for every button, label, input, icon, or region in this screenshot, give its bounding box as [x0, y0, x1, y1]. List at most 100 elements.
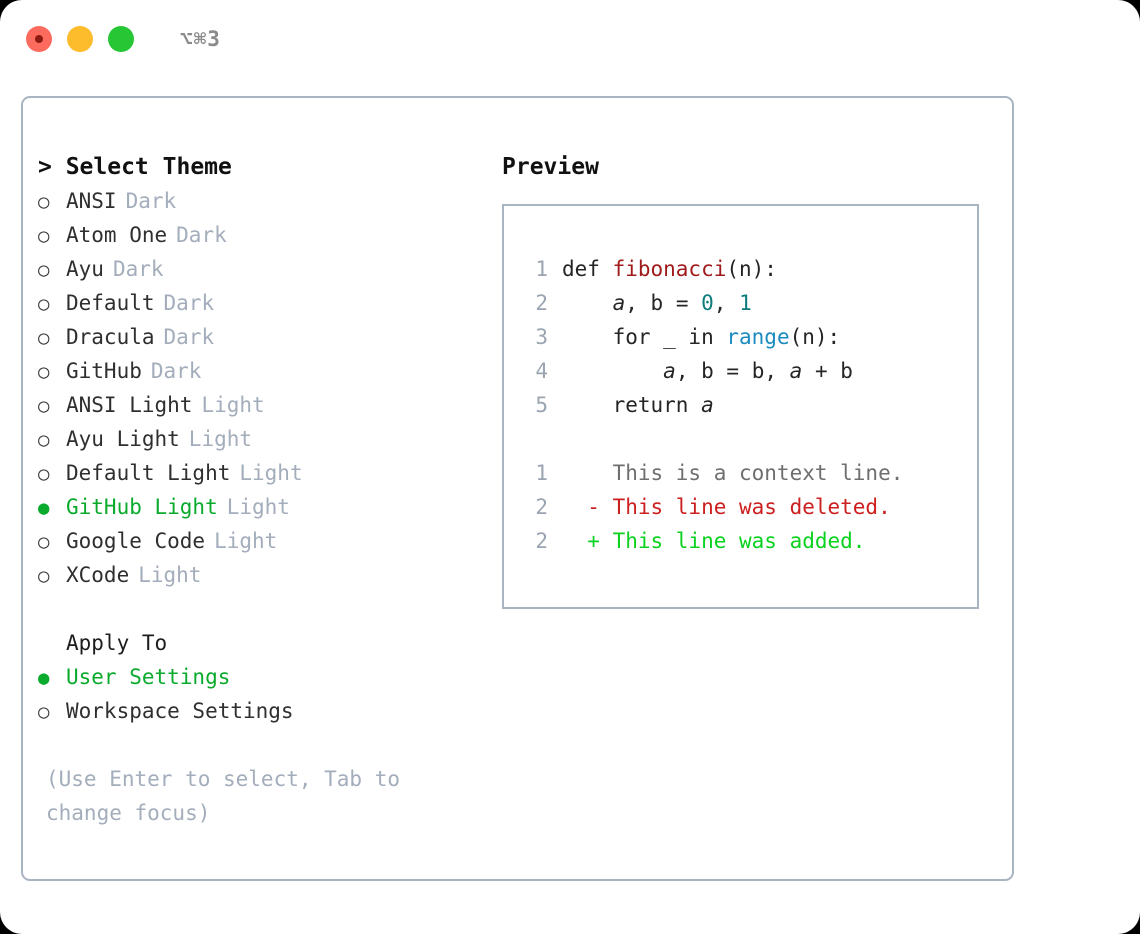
theme-name-label: ANSI Light	[66, 393, 193, 417]
select-theme-heading: > Select Theme	[38, 154, 232, 180]
theme-variant-label: Light	[226, 495, 290, 519]
radio-unselected-icon[interactable]: ○	[38, 531, 50, 553]
theme-list-item[interactable]: ● GitHub Light Light	[38, 490, 498, 524]
theme-list-item[interactable]: ○ GitHub Dark	[38, 354, 498, 388]
code-token: ,	[675, 359, 702, 383]
theme-name-label: GitHub	[66, 359, 142, 383]
theme-name-label: Default Light	[66, 461, 231, 485]
theme-variant-label: Dark	[163, 291, 215, 315]
code-token: b	[751, 359, 765, 383]
theme-name-label: Default	[66, 291, 155, 315]
radio-selected-icon[interactable]: ●	[38, 497, 50, 519]
code-line-text: return a	[562, 388, 714, 422]
radio-unselected-icon[interactable]: ○	[38, 429, 50, 451]
code-token: for _ in	[562, 325, 727, 349]
theme-name-label: GitHub Light	[66, 495, 218, 519]
radio-unselected-icon[interactable]: ○	[38, 361, 50, 383]
line-number: 4	[535, 359, 548, 383]
code-line: 2 a, b = 0, 1	[520, 286, 977, 320]
radio-unselected-icon[interactable]: ○	[38, 327, 50, 349]
theme-variant-label: Light	[239, 461, 303, 485]
preview-heading: Preview	[502, 154, 599, 180]
code-line: 4 a, b = b, a + b	[520, 354, 977, 388]
code-token: a	[663, 359, 676, 383]
diff-line: 2 + This line was added.	[520, 524, 977, 558]
code-token: fibonacci	[612, 257, 727, 281]
diff-line-text: This is a context line.	[562, 461, 904, 485]
radio-unselected-icon[interactable]: ○	[38, 293, 50, 315]
code-line: 1 def fibonacci(n):	[520, 252, 977, 286]
line-number: 2	[535, 529, 548, 553]
code-token: (n):	[726, 257, 777, 281]
theme-list-item[interactable]: ○ Default Light Light	[38, 456, 498, 490]
line-number: 2	[535, 495, 548, 519]
line-number: 3	[535, 325, 548, 349]
radio-unselected-icon[interactable]: ○	[38, 225, 50, 247]
apply-to-section: ○ Apply To ●User Settings ○ Workspace Sett…	[38, 626, 498, 728]
window-titlebar: ⌥⌘3	[0, 0, 1140, 78]
radio-unselected-icon[interactable]: ○	[38, 395, 50, 417]
code-token: =	[663, 291, 702, 315]
apply-to-heading: Apply To	[66, 631, 168, 655]
line-number: 1	[535, 257, 548, 281]
code-token: b	[840, 359, 853, 383]
keyboard-shortcut-label: ⌥⌘3	[180, 27, 221, 51]
theme-list-item[interactable]: ○ Atom One Dark	[38, 218, 498, 252]
diff-line: 2 - This line was deleted.	[520, 490, 977, 524]
code-token	[562, 359, 663, 383]
radio-unselected-icon[interactable]: ○	[38, 701, 50, 723]
apply-to-label: Workspace Settings	[66, 699, 294, 723]
theme-variant-label: Dark	[176, 223, 227, 247]
theme-variant-label: Light	[188, 427, 253, 451]
theme-name-label: XCode	[66, 563, 130, 587]
minimize-button-icon[interactable]	[67, 26, 93, 52]
code-line-text: for _ in range(n):	[562, 320, 841, 354]
close-button-icon[interactable]	[26, 26, 52, 52]
diff-line: 1 This is a context line.	[520, 456, 977, 490]
radio-unselected-icon[interactable]: ○	[38, 463, 50, 485]
apply-to-item[interactable]: ●User Settings	[38, 660, 498, 694]
theme-name-label: Google Code	[66, 529, 206, 553]
code-token: a	[789, 359, 803, 383]
radio-unselected-icon[interactable]: ○	[38, 259, 50, 281]
diff-line-text: - This line was deleted.	[562, 495, 891, 519]
line-number: 1	[535, 461, 548, 485]
theme-variant-label: Dark	[163, 325, 215, 349]
theme-name-label: Atom One	[66, 223, 168, 247]
code-line: 5 return a	[520, 388, 977, 422]
theme-variant-label: Light	[138, 563, 202, 587]
radio-unselected-icon[interactable]: ○	[38, 565, 50, 587]
code-token	[562, 291, 613, 315]
code-token: ,	[625, 291, 651, 315]
theme-list-item[interactable]: ○ XCode Light	[38, 558, 498, 592]
code-sample: 1 def fibonacci(n):2 a, b = 0, 1 3 for _ i…	[520, 252, 977, 422]
maximize-button-icon[interactable]	[108, 26, 134, 52]
keyboard-hint-text: (Use Enter to select, Tab to change focu…	[46, 767, 401, 825]
theme-variant-label: Dark	[150, 359, 202, 383]
code-token: ,	[764, 359, 790, 383]
theme-variant-label: Dark	[112, 257, 164, 281]
diff-line-text: + This line was added.	[562, 529, 866, 553]
code-token: +	[802, 359, 841, 383]
diff-sample: 1 This is a context line.2 - This line w…	[520, 456, 977, 558]
radio-selected-icon[interactable]: ●	[38, 667, 50, 689]
radio-unselected-icon[interactable]: ○	[38, 191, 50, 213]
code-token: 0	[701, 291, 714, 315]
code-token: a	[612, 291, 626, 315]
code-token: return	[562, 393, 702, 417]
code-line-text: def fibonacci(n):	[562, 252, 777, 286]
theme-variant-label: Dark	[125, 189, 177, 213]
apply-to-item[interactable]: ○ Workspace Settings	[38, 694, 498, 728]
apply-to-heading-row: ○ Apply To	[38, 626, 498, 660]
theme-list-item[interactable]: ○ Default Dark	[38, 286, 498, 320]
